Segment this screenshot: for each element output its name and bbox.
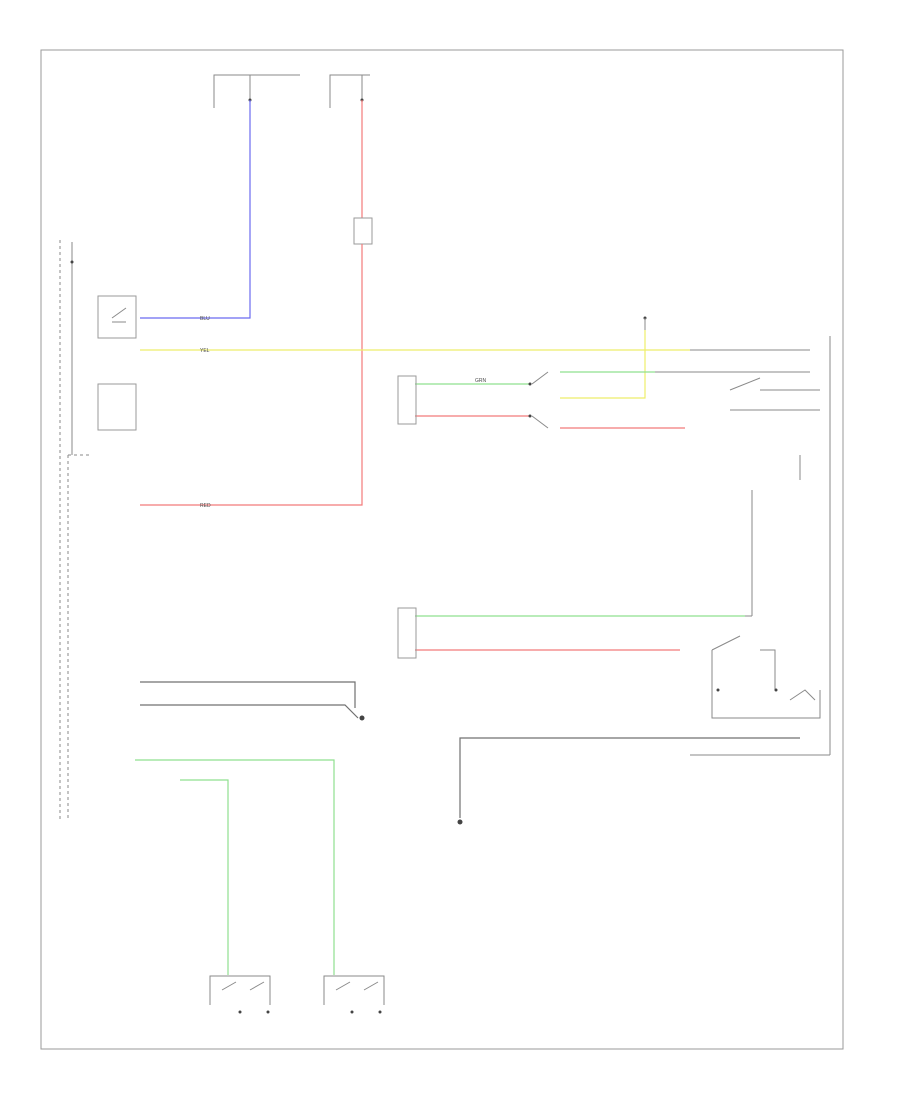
upper-connector	[397, 375, 417, 425]
grn-label: GRN	[475, 378, 487, 384]
center-fuse-box	[353, 217, 373, 245]
left-block	[59, 240, 137, 820]
green-bottom-wire-a	[135, 759, 335, 975]
yellow-branch-wire	[560, 330, 646, 399]
green-bottom-wire-b	[180, 779, 229, 975]
power-window-relay-box	[97, 295, 137, 339]
lower-left-wires	[140, 681, 365, 721]
lower-connector	[397, 607, 417, 659]
right-block	[457, 316, 831, 825]
passenger-window-switch-left	[209, 975, 271, 1014]
left-power-source	[213, 74, 300, 108]
center-power-source	[329, 74, 370, 108]
auto-relay-box	[97, 383, 137, 431]
ground-wire-right	[459, 737, 800, 818]
yel-label: YEL	[200, 348, 210, 354]
diagram-border	[40, 49, 844, 1050]
red-wire-lower	[140, 244, 363, 506]
red-label: RED	[200, 503, 211, 509]
power-window-switch-contacts	[528, 371, 549, 429]
blu-label: BLU	[200, 316, 210, 322]
passenger-window-switch-right	[323, 975, 385, 1014]
blue-wire	[140, 100, 251, 319]
